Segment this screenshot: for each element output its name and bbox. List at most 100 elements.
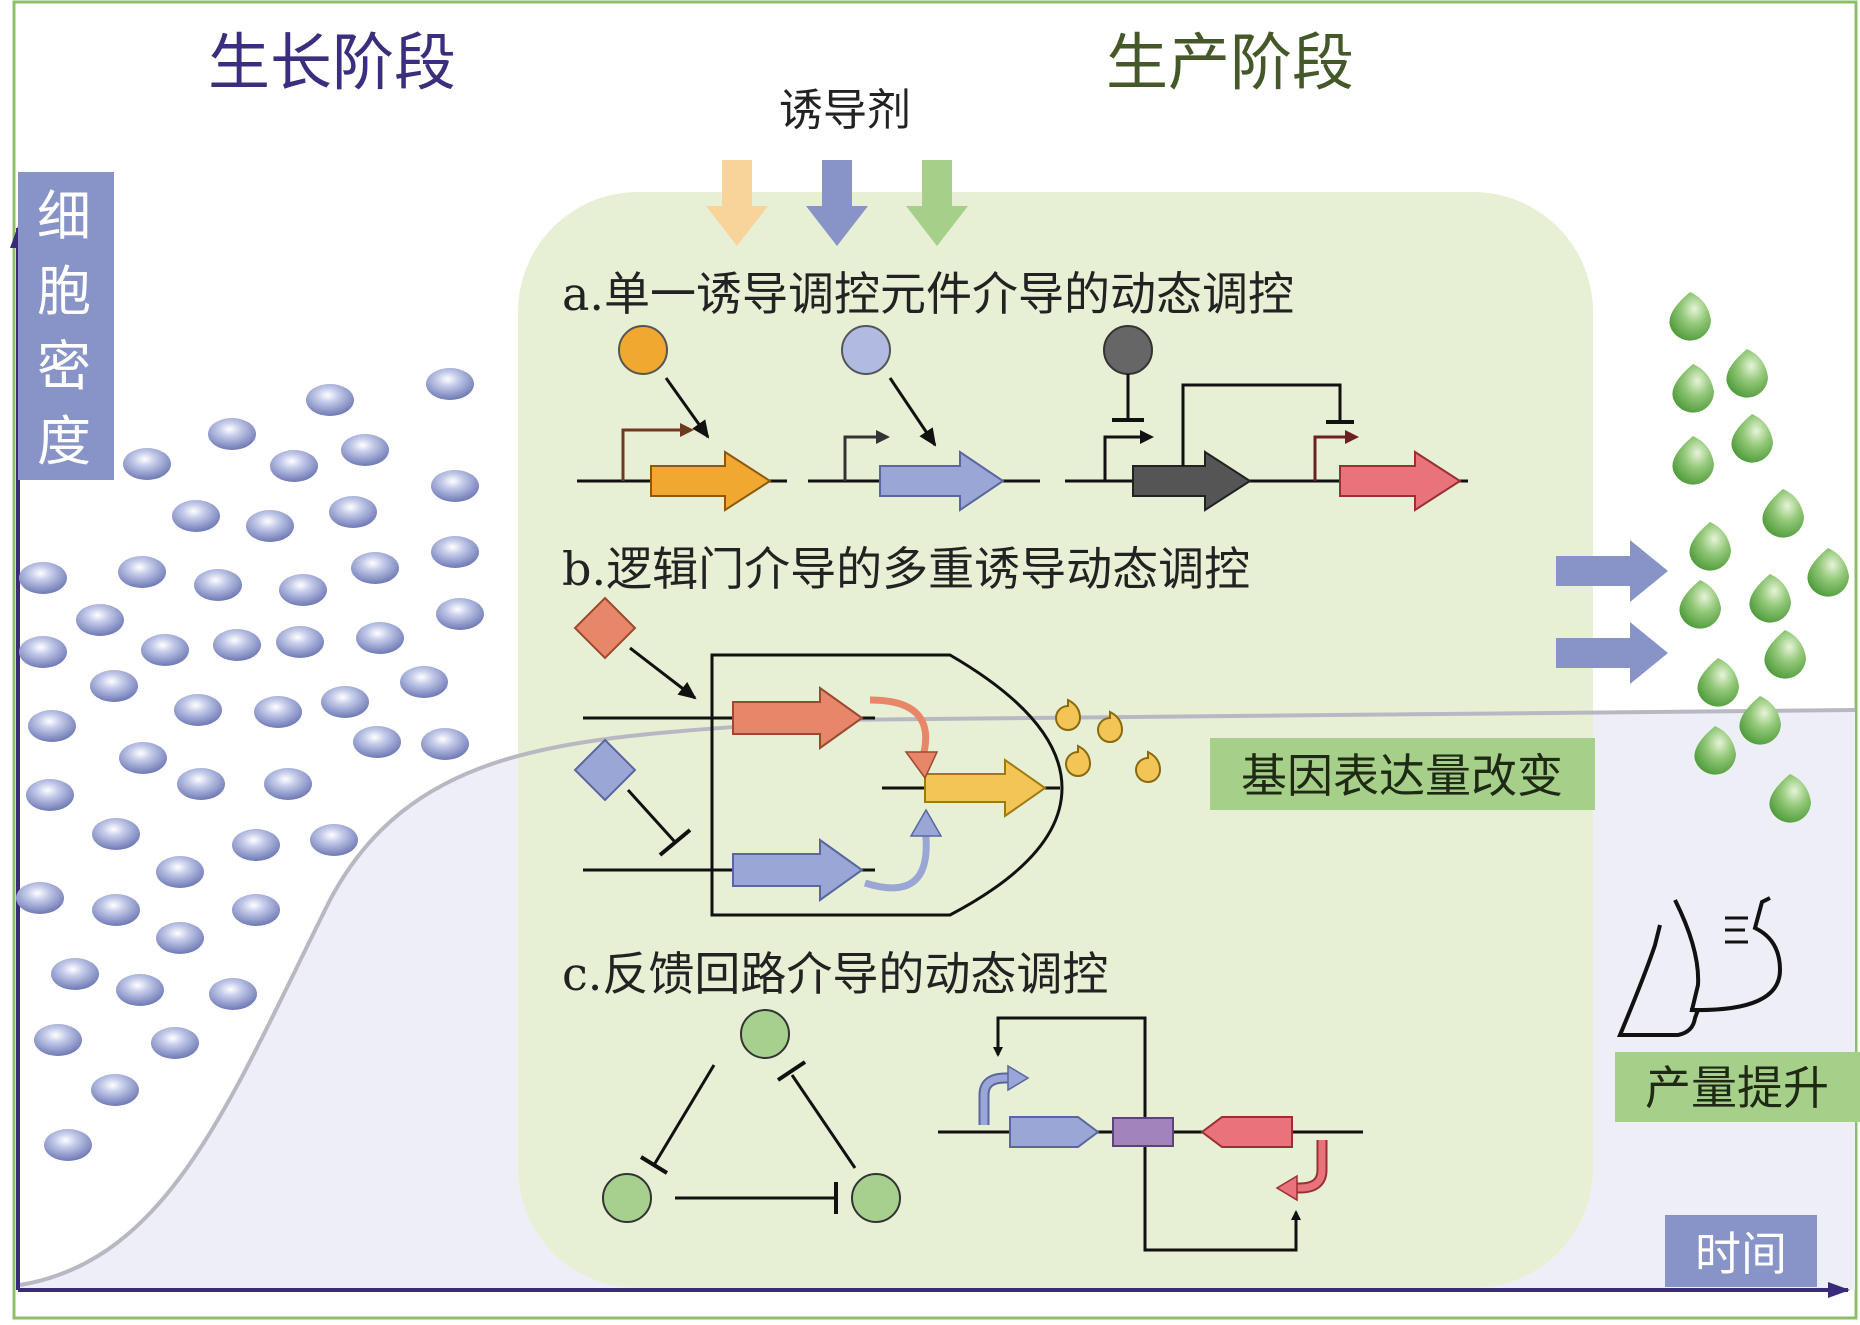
product-particle — [1689, 522, 1731, 571]
gene-arrow-orange — [650, 450, 772, 512]
cell — [51, 958, 99, 990]
cell — [246, 510, 294, 542]
product-particle — [1672, 364, 1714, 413]
cell — [436, 598, 484, 630]
y-axis-label-char: 细 — [37, 185, 91, 248]
product-particle — [1731, 414, 1773, 463]
cell — [310, 824, 358, 856]
cell — [213, 629, 261, 661]
y-axis-label-char: 胞 — [37, 260, 91, 323]
cell — [421, 728, 469, 760]
cell — [341, 434, 389, 466]
cell — [232, 829, 280, 861]
cell — [91, 1074, 139, 1106]
gene-arrow-lavender — [732, 838, 864, 902]
cell — [306, 384, 354, 416]
output-arrow — [1556, 540, 1668, 602]
product-droplet — [1135, 750, 1162, 783]
cell — [44, 1129, 92, 1161]
product-particle — [1726, 349, 1768, 398]
repressor-molecule-gray — [1103, 325, 1153, 375]
section-a-title: a.单一诱导调控元件介导的动态调控 — [562, 267, 1294, 321]
cell — [26, 779, 74, 811]
cell — [232, 894, 280, 926]
cell — [76, 604, 124, 636]
cell — [279, 574, 327, 606]
cell — [92, 894, 140, 926]
gene-box-lavender — [1009, 1116, 1100, 1148]
node-circle — [602, 1173, 652, 1223]
cell — [151, 1027, 199, 1059]
cell — [90, 670, 138, 702]
growth-phase-title: 生长阶段 — [208, 26, 456, 99]
outer-frame — [12, 0, 1858, 1320]
inducer-label: 诱导剂 — [779, 85, 911, 136]
gene-arrow-lavender — [879, 450, 1005, 512]
cell — [19, 562, 67, 594]
cell — [353, 726, 401, 758]
product-particles — [1669, 292, 1849, 823]
cell — [270, 450, 318, 482]
section-a-circuit-3 — [1065, 325, 1468, 512]
product-particle — [1669, 292, 1711, 341]
cell — [194, 569, 242, 601]
product-particle — [1672, 436, 1714, 485]
cell — [254, 696, 302, 728]
cell — [119, 742, 167, 774]
production-phase-title: 生产阶段 — [1106, 26, 1354, 99]
gene-arrow-yellow — [924, 758, 1047, 818]
cell — [19, 636, 67, 668]
cell — [156, 856, 204, 888]
cell — [34, 1024, 82, 1056]
product-particle — [1697, 658, 1739, 707]
y-axis-label-char: 度 — [37, 410, 91, 473]
y-axis-label-box — [18, 172, 114, 480]
cell — [123, 448, 171, 480]
x-axis-label: 时间 — [1695, 1227, 1787, 1281]
inducer-diamond-salmon — [573, 596, 637, 660]
product-particle — [1739, 696, 1781, 745]
section-b-logic-gate — [573, 596, 1162, 917]
cell — [276, 626, 324, 658]
gene-arrow-gray — [1132, 450, 1252, 512]
cell — [118, 556, 166, 588]
cell — [156, 922, 204, 954]
cell — [116, 974, 164, 1006]
node-circle — [851, 1173, 901, 1223]
growth-curve — [19, 708, 1856, 1287]
cell — [431, 536, 479, 568]
product-droplet — [1055, 698, 1082, 731]
cell — [16, 882, 64, 914]
product-particle — [1764, 630, 1806, 679]
section-c-title: c.反馈回路介导的动态调控 — [562, 947, 1108, 1001]
product-particle — [1679, 580, 1721, 629]
product-droplet — [1065, 744, 1092, 777]
product-particle — [1769, 774, 1811, 823]
gene-expression-label: 基因表达量改变 — [1241, 749, 1563, 803]
cell — [264, 768, 312, 800]
gene-expression-label-box — [1210, 738, 1595, 810]
node-circle — [740, 1009, 790, 1059]
gene-arrow-salmon — [732, 686, 864, 750]
logic-gate-shape — [710, 653, 1064, 917]
product-particle — [1807, 548, 1849, 597]
inducer-molecule-blue — [841, 325, 891, 375]
gene-box-pink — [1200, 1116, 1293, 1148]
section-a-circuit-1 — [577, 325, 787, 512]
product-droplet — [1097, 710, 1124, 743]
cell — [426, 368, 474, 400]
gene-box-purple — [1112, 1117, 1174, 1147]
section-a-circuit-2 — [808, 325, 1040, 512]
output-arrow — [1556, 622, 1668, 684]
cell — [321, 686, 369, 718]
inducer-arrow-blue — [806, 160, 868, 246]
cell — [356, 622, 404, 654]
gene-arrow-pink — [1339, 450, 1462, 512]
inducer-arrow-orange — [706, 160, 768, 246]
inducer-diamond-lavender — [573, 738, 637, 802]
cell-population — [16, 368, 484, 1161]
product-particle — [1762, 489, 1804, 538]
cell — [329, 496, 377, 528]
cell — [141, 634, 189, 666]
